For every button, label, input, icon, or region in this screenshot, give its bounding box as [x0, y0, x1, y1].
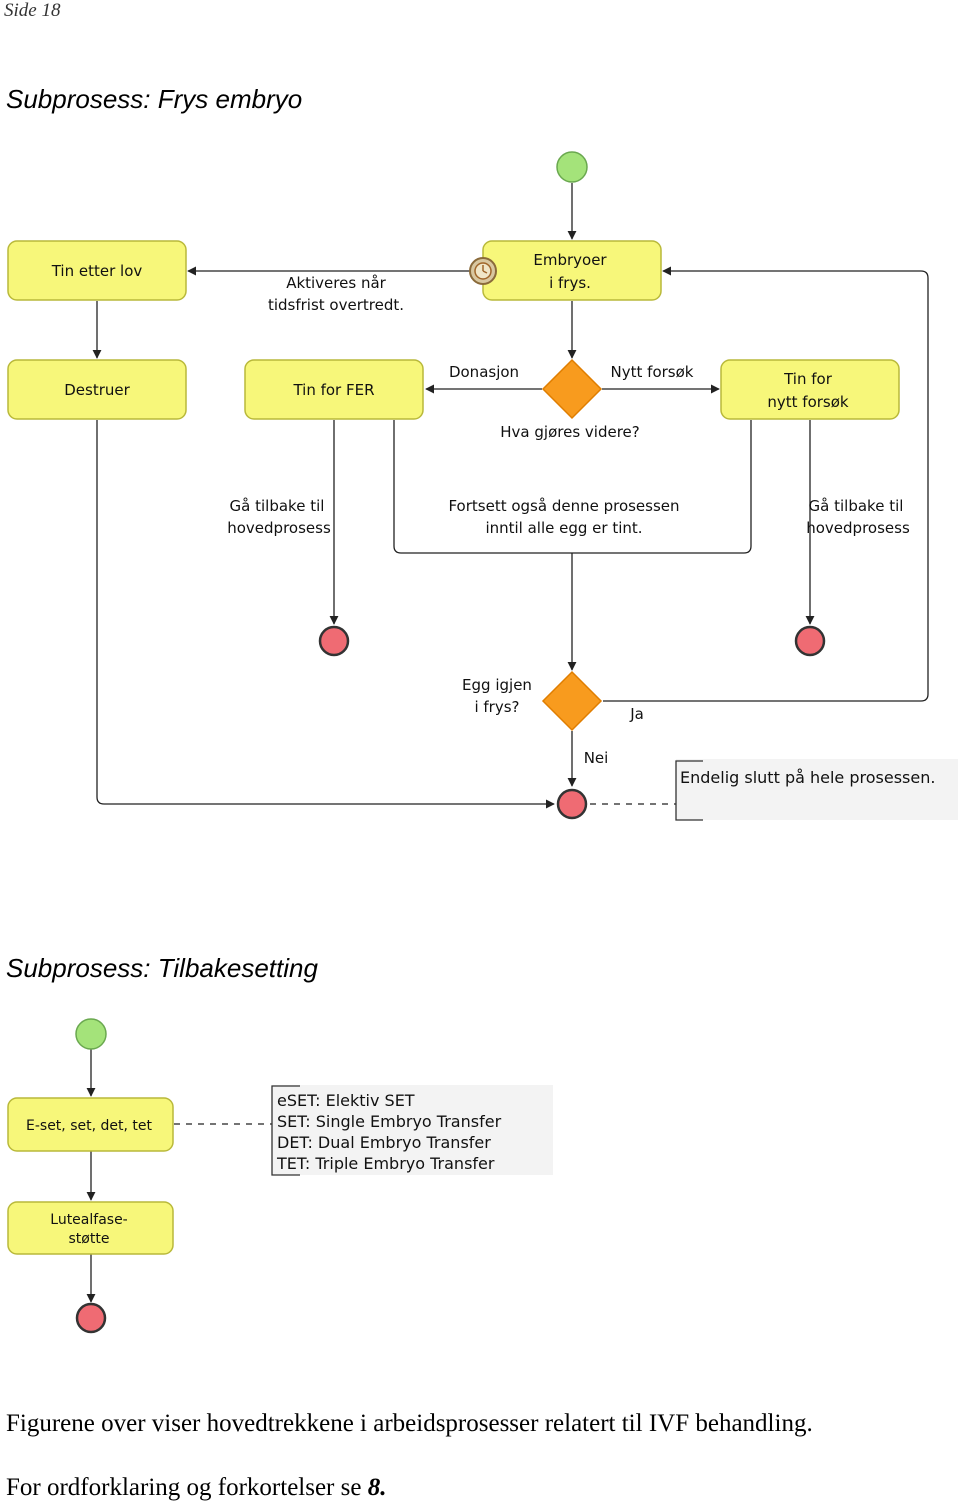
label-ja: Ja — [629, 705, 644, 723]
label-ga-tilbake-left-2: hovedprosess — [227, 519, 331, 537]
label-nytt-forsok: Nytt forsøk — [611, 363, 694, 381]
node-destruer: Destruer — [7, 359, 187, 420]
label-hva-gjores: Hva gjøres videre? — [500, 423, 639, 441]
note-final-text: Endelig slutt på hele prosessen. — [680, 768, 935, 787]
caption-line-2-text: For ordforklaring og forkortelser se — [6, 1474, 368, 1501]
diagram2-edges — [86, 1049, 272, 1303]
node-eset-label: E-set, set, det, tet — [26, 1118, 152, 1134]
edge-destruer-to-end — [96, 420, 555, 809]
label-fortsett-2: inntil alle egg er tint. — [485, 519, 642, 537]
edge-ja-back-to-embryoer — [603, 266, 929, 702]
label-egg-igjen-1: Egg igjen — [462, 676, 532, 694]
node-tin-for-nytt: Tin for nytt forsøk — [720, 359, 900, 420]
note-line-1: eSET: Elektiv SET — [277, 1091, 415, 1110]
node-embryoer: Embryoer i frys. — [482, 240, 662, 301]
diagram1-title: Subprosess: Frys embryo — [6, 84, 303, 114]
node-tin-for-nytt-label-1: Tin for — [783, 370, 833, 388]
note-final: Endelig slutt på hele prosessen. — [675, 759, 958, 821]
timer-icon — [469, 257, 497, 285]
label-ga-tilbake-right-2: hovedprosess — [806, 519, 910, 537]
start-node-2 — [75, 1018, 107, 1050]
end-node-2 — [75, 1302, 107, 1334]
node-luteal: Lutealfase- støtte — [7, 1201, 174, 1255]
label-aktiveres-1: Aktiveres når — [286, 274, 386, 292]
note-line-3: DET: Dual Embryo Transfer — [277, 1133, 491, 1152]
label-ga-tilbake-right-1: Gå tilbake til — [809, 497, 904, 515]
label-aktiveres-2: tidsfrist overtredt. — [268, 296, 404, 314]
decision-egg-igjen — [541, 670, 603, 732]
page-number: Side 18 — [4, 0, 61, 21]
node-tin-etter-lov: Tin etter lov — [7, 240, 187, 301]
node-tin-for-fer: Tin for FER — [244, 359, 424, 420]
label-egg-igjen-2: i frys? — [474, 698, 519, 716]
node-tin-for-fer-label: Tin for FER — [292, 381, 374, 399]
caption-line-2: For ordforklaring og forkortelser se 8. — [6, 1474, 386, 1502]
node-eset: E-set, set, det, tet — [7, 1097, 174, 1152]
caption-line-1: Figurene over viser hovedtrekkene i arbe… — [6, 1410, 813, 1437]
diagram1-edges — [92, 183, 929, 809]
end-node-right — [794, 625, 826, 657]
start-node — [556, 151, 588, 183]
note-abbreviations: eSET: Elektiv SET SET: Single Embryo Tra… — [271, 1085, 553, 1176]
node-tin-etter-lov-label: Tin etter lov — [51, 262, 143, 280]
node-luteal-label-2: støtte — [69, 1231, 110, 1247]
label-donasjon: Donasjon — [449, 363, 519, 381]
node-tin-for-nytt-label-2: nytt forsøk — [767, 393, 849, 411]
decision-hva-gjores — [541, 358, 603, 420]
label-fortsett-1: Fortsett også denne prosessen — [448, 497, 679, 515]
label-ga-tilbake-left-1: Gå tilbake til — [230, 497, 325, 515]
note-line-2: SET: Single Embryo Transfer — [277, 1112, 502, 1131]
end-node-final — [556, 788, 588, 820]
node-destruer-label: Destruer — [64, 381, 130, 399]
node-embryoer-label-1: Embryoer — [533, 251, 607, 269]
node-luteal-label-1: Lutealfase- — [50, 1212, 127, 1228]
diagram1-labels: Aktiveres når tidsfrist overtredt. Donas… — [227, 274, 910, 767]
note-line-4: TET: Triple Embryo Transfer — [276, 1154, 495, 1173]
diagram2-title: Subprosess: Tilbakesetting — [6, 953, 318, 983]
caption-reference: 8. — [367, 1474, 387, 1501]
node-embryoer-label-2: i frys. — [549, 274, 591, 292]
label-nei: Nei — [584, 749, 609, 767]
end-node-left — [318, 625, 350, 657]
